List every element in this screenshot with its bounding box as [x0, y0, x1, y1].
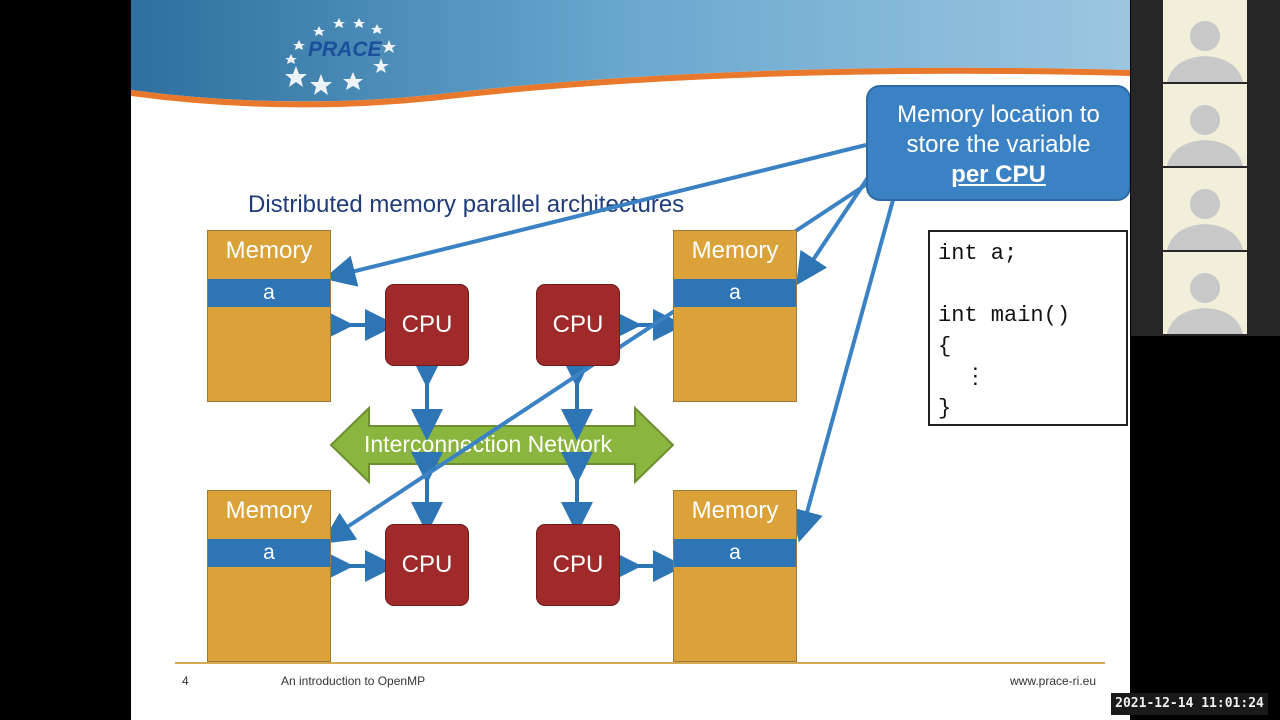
person-icon	[1167, 105, 1243, 166]
variable-a-slot: a	[208, 279, 330, 307]
prace-banner	[131, 0, 1130, 108]
variable-a-slot: a	[674, 539, 796, 567]
cpu-block-3: CPU	[385, 524, 469, 606]
memory-block-top-right: Memory a	[673, 230, 797, 402]
callout-line-3: per CPU	[951, 161, 1046, 188]
participant-tile[interactable]	[1163, 84, 1247, 168]
prace-logo: PRACE	[308, 38, 382, 61]
cpu-block-2: CPU	[536, 284, 620, 366]
code-line: {	[938, 334, 952, 359]
participants-panel	[1131, 0, 1280, 336]
variable-a-slot: a	[208, 539, 330, 567]
participant-tile[interactable]	[1163, 252, 1247, 336]
person-icon	[1167, 273, 1243, 334]
code-snippet: int a; int main() { ⋮ }	[928, 230, 1128, 426]
slide-subtitle: Distributed memory parallel architecture…	[248, 191, 685, 218]
code-line	[938, 269, 1126, 300]
cpu-block-1: CPU	[385, 284, 469, 366]
participant-tile[interactable]	[1163, 168, 1247, 252]
memory-block-bottom-right: Memory a	[673, 490, 797, 662]
cpu-block-4: CPU	[536, 524, 620, 606]
presentation-slide: PRACE Distributed memory parallel archit…	[131, 0, 1130, 720]
memory-label: Memory	[691, 237, 779, 264]
code-line: }	[938, 396, 952, 421]
recording-timestamp: 2021-12-14 11:01:24	[1111, 693, 1268, 715]
callout-line-1: Memory location to	[897, 101, 1100, 128]
callout-box: Memory location to store the variable pe…	[866, 85, 1130, 201]
memory-block-top-left: Memory a	[207, 230, 331, 402]
footer-title: An introduction to OpenMP	[281, 674, 426, 688]
footer-url: www.prace-ri.eu	[1010, 674, 1097, 688]
footer-page-number: 4	[182, 674, 189, 688]
person-icon	[1167, 189, 1243, 250]
memory-label: Memory	[225, 237, 313, 264]
memory-block-bottom-left: Memory a	[207, 490, 331, 662]
code-line: ⋮	[938, 365, 987, 390]
footer-divider	[175, 662, 1105, 664]
variable-a-slot: a	[674, 279, 796, 307]
participant-tile[interactable]	[1163, 0, 1247, 84]
memory-label: Memory	[225, 497, 313, 524]
person-icon	[1167, 21, 1243, 82]
code-line: int main()	[938, 303, 1071, 328]
memory-label: Memory	[691, 497, 779, 524]
callout-line-2: store the variable	[906, 131, 1091, 158]
code-line: int a;	[938, 241, 1018, 266]
